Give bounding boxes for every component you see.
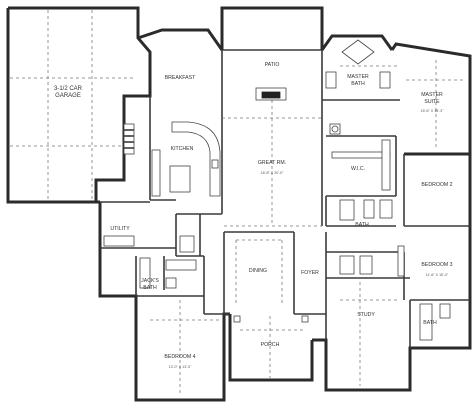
bedroom3-label: BEDROOM 3 bbox=[421, 262, 452, 268]
wic-label: W.I.C. bbox=[351, 166, 365, 172]
kitchen-label: KITCHEN bbox=[171, 146, 194, 152]
master-bath-label: MASTER bbox=[347, 74, 369, 80]
porch-label: PORCH bbox=[261, 342, 280, 348]
master-suite-label-2: SUITE bbox=[424, 99, 440, 105]
bedroom4-label: BEDROOM 4 bbox=[164, 354, 195, 360]
dining-label: DINING bbox=[249, 268, 267, 274]
garage-label: 3-1/2 CAR bbox=[54, 86, 83, 92]
jacks-bath-label-2: BATH bbox=[143, 285, 157, 291]
breakfast-label: BREAKFAST bbox=[165, 75, 196, 81]
master-suite-label: MASTER bbox=[421, 92, 443, 98]
patio-label: PATIO bbox=[265, 62, 280, 68]
garage-label-2: GARAGE bbox=[55, 93, 81, 99]
utility-label: UTILITY bbox=[110, 226, 130, 232]
master-bath-label-2: BATH bbox=[351, 81, 365, 87]
great-rm-label: GREAT RM. bbox=[258, 160, 286, 166]
bedroom2-label: BEDROOM 2 bbox=[421, 182, 452, 188]
interior-walls bbox=[100, 50, 470, 348]
master-suite-dim: 15'-6" X 18'-3" bbox=[421, 109, 444, 113]
bedroom4-dim: 13'-0" X 13'-0" bbox=[169, 365, 192, 369]
dashed-lines bbox=[10, 10, 466, 396]
bath2-label: BATH bbox=[423, 320, 437, 326]
bath-label: BATH bbox=[355, 222, 369, 228]
study-label: STUDY bbox=[357, 312, 375, 318]
jacks-bath-label: JACK'S bbox=[141, 278, 159, 284]
room-labels: 3-1/2 CAR GARAGE BREAKFAST PATIO MASTER … bbox=[54, 62, 453, 369]
foyer-label: FOYER bbox=[301, 270, 319, 276]
exterior-walls bbox=[6, 6, 472, 402]
great-rm-dim: 18'-8" X 20'-0" bbox=[261, 171, 284, 175]
bedroom3-dim: 11'-6" X 15'-0" bbox=[426, 273, 449, 277]
fixtures bbox=[103, 39, 451, 341]
